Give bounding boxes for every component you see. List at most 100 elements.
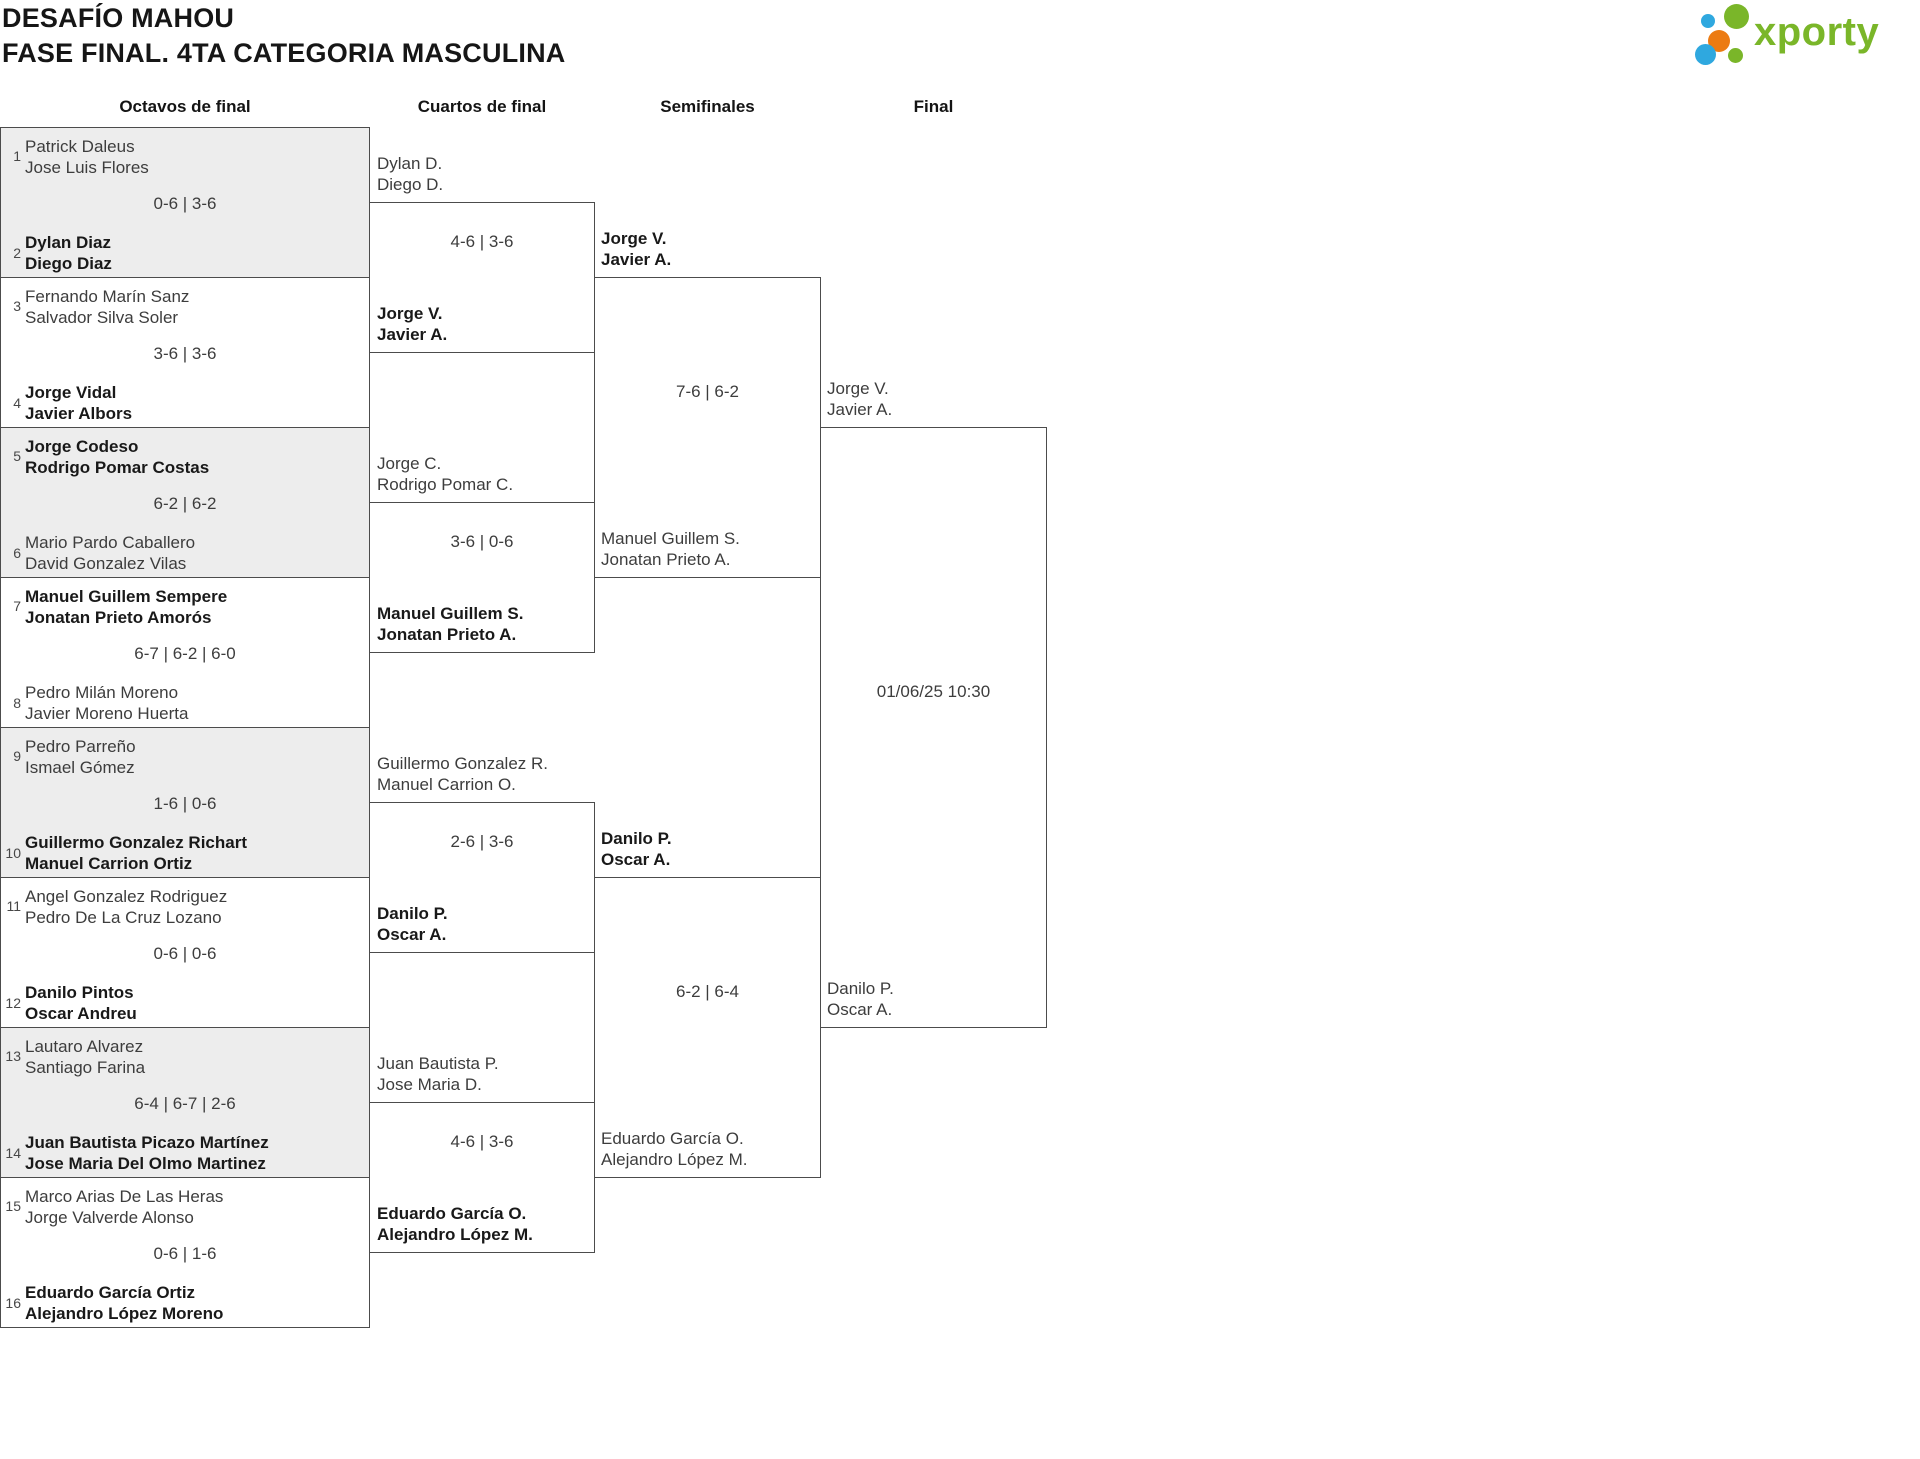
player-name: Santiago Farina [25,1058,146,1077]
player-name: Jorge V. [827,379,889,398]
team-b-names: Eduardo García O. Alejandro López M. [377,1203,533,1245]
match-octavos-6: 11 Angel Gonzalez Rodriguez Pedro De La … [0,877,370,1028]
player-name: Ismael Gómez [25,758,135,777]
team-b-names: Jorge V. Javier A. [377,303,447,345]
team-a-names: Jorge V. Javier A. [827,378,892,420]
player-name: Mario Pardo Caballero [25,533,196,552]
team-a-names: Jorge V. Javier A. [601,228,671,270]
player-name: David Gonzalez Vilas [25,554,187,573]
team-b-names: Guillermo Gonzalez Richart Manuel Carrio… [25,832,247,874]
team-b-names: Manuel Guillem S. Jonatan Prieto A. [601,528,740,570]
player-name: Jorge Codeso [25,437,139,456]
player-name: Guillermo Gonzalez R. [377,754,549,773]
player-name: Manuel Guillem S. [377,604,524,623]
player-name: Manuel Guillem Sempere [25,587,228,606]
team-b-names: Dylan Diaz Diego Diaz [25,232,112,274]
seed-number: 12 [5,995,21,1011]
match-datetime: 01/06/25 10:30 [876,682,991,701]
player-name: Alejandro López Moreno [25,1304,224,1323]
player-name: Jose Maria D. [377,1075,482,1094]
title-line-1: DESAFÍO MAHOU [2,3,235,33]
match-final [820,427,1047,1028]
player-name: Pedro Parreño [25,737,136,756]
player-name: Javier A. [827,400,893,419]
player-name: Diego D. [377,175,444,194]
team-a-names: Angel Gonzalez Rodriguez Pedro De La Cru… [25,886,227,928]
seed-number: 14 [5,1145,21,1161]
player-name: Jonatan Prieto A. [601,550,731,569]
team-b-names: Jorge Vidal Javier Albors [25,382,132,424]
player-name: Jorge Vidal [25,383,117,402]
match-octavos-8: 15 Marco Arias De Las Heras Jorge Valver… [0,1177,370,1328]
player-name: Salvador Silva Soler [25,308,179,327]
player-name: Marco Arias De Las Heras [25,1187,224,1206]
player-name: Pedro Milán Moreno [25,683,179,702]
logo-dot-icon [1724,4,1749,29]
match-score: 7-6 | 6-2 [675,382,739,401]
seed-number: 10 [5,845,21,861]
match-score: 6-7 | 6-2 | 6-0 [134,644,236,663]
player-name: Juan Bautista P. [377,1054,499,1073]
match-score: 0-6 | 0-6 [153,944,217,963]
player-name: Jorge V. [601,229,667,248]
match-score: 4-6 | 3-6 [450,232,514,251]
match-score: 4-6 | 3-6 [450,1132,514,1151]
xporty-logo[interactable]: xporty [1690,0,1920,70]
seed-number: 11 [6,898,21,914]
match-score: 3-6 | 0-6 [450,532,514,551]
player-name: Jorge V. [377,304,443,323]
seed-number: 6 [13,545,21,561]
player-name: Eduardo García Ortiz [25,1283,196,1302]
match-octavos-2: 3 Fernando Marín Sanz Salvador Silva Sol… [0,277,370,428]
round-header-final: Final [913,97,954,116]
match-score: 6-4 | 6-7 | 2-6 [134,1094,236,1113]
player-name: Jose Maria Del Olmo Martinez [25,1154,266,1173]
player-name: Oscar A. [377,925,447,944]
player-name: Dylan Diaz [25,233,111,252]
team-b-names: Mario Pardo Caballero David Gonzalez Vil… [25,532,195,574]
player-name: Oscar Andreu [25,1004,137,1023]
team-a-names: Fernando Marín Sanz Salvador Silva Soler [25,286,189,328]
player-name: Alejandro López M. [377,1225,533,1244]
seed-number: 1 [13,148,21,164]
round-header-semifinales: Semifinales [660,97,755,116]
player-name: Oscar A. [827,1000,893,1019]
player-name: Lautaro Alvarez [25,1037,144,1056]
player-name: Eduardo García O. [601,1129,744,1148]
player-name: Danilo P. [601,829,672,848]
player-name: Alejandro López M. [601,1150,748,1169]
player-name: Dylan D. [377,154,443,173]
team-a-names: Guillermo Gonzalez R. Manuel Carrion O. [377,753,548,795]
seed-number: 3 [13,298,21,314]
player-name: Guillermo Gonzalez Richart [25,833,247,852]
match-score: 1-6 | 0-6 [153,794,217,813]
player-name: Jonatan Prieto Amorós [25,608,212,627]
match-score: 2-6 | 3-6 [450,832,514,851]
player-name: Manuel Guillem S. [601,529,740,548]
round-header-octavos: Octavos de final [119,97,251,116]
match-octavos-1: 1 Patrick Daleus Jose Luis Flores 0-6 | … [0,127,370,278]
seed-number: 15 [5,1198,21,1214]
match-octavos-5: 9 Pedro Parreño Ismael Gómez 1-6 | 0-6 1… [0,727,370,878]
player-name: Juan Bautista Picazo Martínez [25,1133,269,1152]
match-score: 6-2 | 6-2 [153,494,217,513]
page-title: DESAFÍO MAHOU FASE FINAL. 4TA CATEGORIA … [2,1,566,71]
match-score: 6-2 | 6-4 [675,982,739,1001]
seed-number: 13 [5,1048,21,1064]
match-score: 0-6 | 1-6 [153,1244,217,1263]
player-name: Rodrigo Pomar Costas [25,458,210,477]
match-score: 3-6 | 3-6 [153,344,217,363]
player-name: Jonatan Prieto A. [377,625,517,644]
player-name: Danilo P. [377,904,448,923]
team-a-names: Patrick Daleus Jose Luis Flores [25,136,149,178]
player-name: Jose Luis Flores [25,158,149,177]
team-b-names: Eduardo García O. Alejandro López M. [601,1128,747,1170]
player-name: Oscar A. [601,850,671,869]
player-name: Danilo P. [827,979,894,998]
player-name: Javier A. [377,325,448,344]
team-a-names: Marco Arias De Las Heras Jorge Valverde … [25,1186,223,1228]
logo-dot-icon [1728,48,1743,63]
team-b-names: Danilo Pintos Oscar Andreu [25,982,137,1024]
team-b-names: Danilo P. Oscar A. [827,978,894,1020]
